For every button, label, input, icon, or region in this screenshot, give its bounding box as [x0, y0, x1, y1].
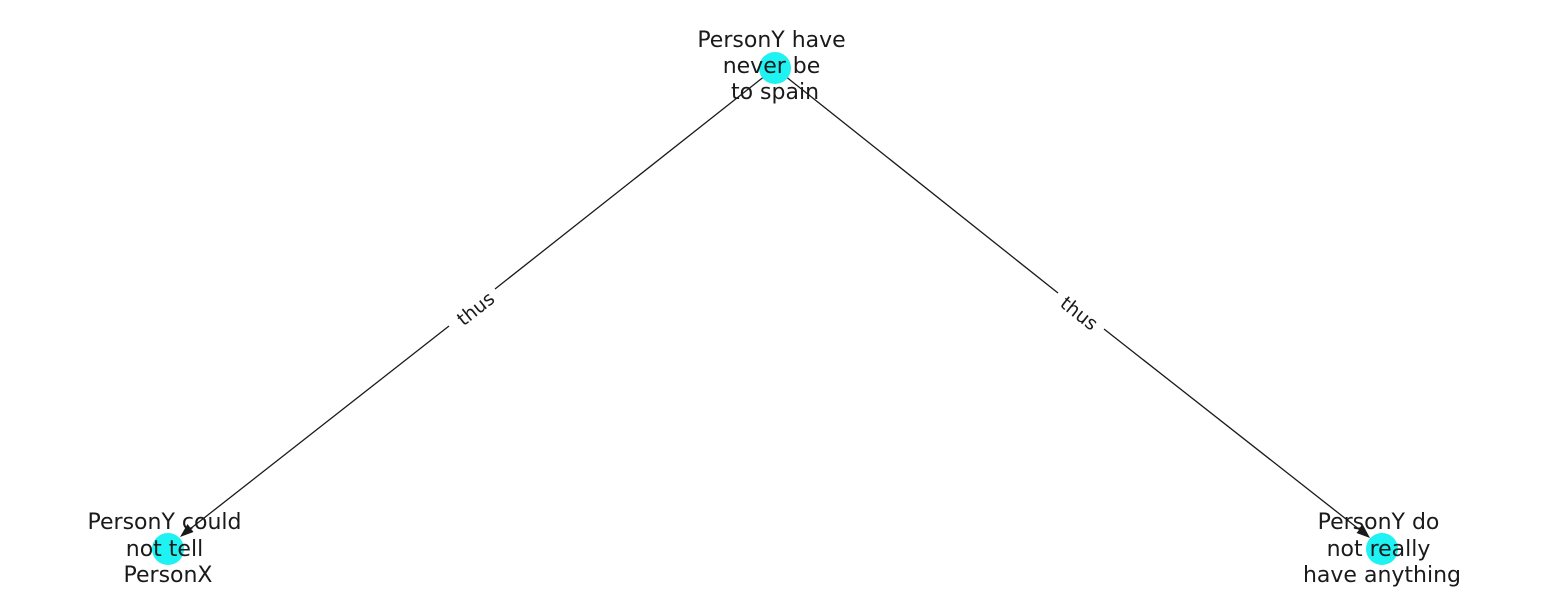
node-right-circle — [1366, 533, 1398, 565]
node-right-line-2: not really — [1327, 537, 1431, 562]
node-left: PersonY could not tell PersonX — [88, 510, 249, 588]
arrowhead-right — [1356, 525, 1370, 538]
edge-label-background — [1053, 290, 1105, 338]
node-right-label: PersonY do not really have anything — [1303, 510, 1461, 588]
arrowhead-left — [180, 524, 194, 537]
edge-line-right-lower — [1103, 328, 1361, 531]
node-left-line-3: PersonX — [124, 563, 213, 588]
node-top-line-2: never be — [723, 54, 821, 79]
edge-line-left-upper — [494, 67, 776, 290]
node-right: PersonY do not really have anything — [1303, 510, 1461, 588]
edge-label-background — [450, 285, 502, 333]
node-top-label: PersonY have never be to spain — [697, 28, 852, 105]
edge-top-to-left: thus — [180, 67, 776, 537]
node-top-line-1: PersonY have — [697, 28, 845, 53]
node-right-line-3: have anything — [1303, 563, 1461, 588]
node-top-line-3: to spain — [731, 80, 819, 105]
edge-line-left-lower — [189, 325, 450, 530]
node-left-circle — [152, 533, 184, 565]
node-left-line-2: not tell — [126, 537, 203, 562]
node-right-line-1: PersonY do — [1318, 510, 1440, 535]
edge-line-right-upper — [774, 67, 1059, 294]
node-top-circle — [759, 52, 791, 84]
node-left-line-1: PersonY could — [88, 510, 242, 535]
edge-top-to-right: thus — [774, 67, 1370, 538]
node-left-label: PersonY could not tell PersonX — [88, 510, 249, 588]
node-top: PersonY have never be to spain — [697, 28, 852, 105]
